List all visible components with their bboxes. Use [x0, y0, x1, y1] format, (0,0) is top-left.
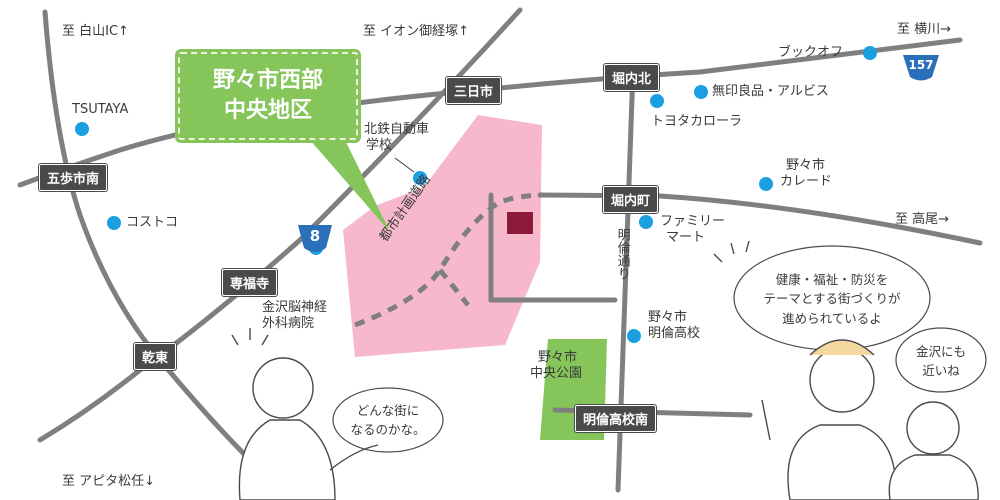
landmark-familymart-line1: ファミリー: [660, 214, 726, 229]
landmark-familymart: ファミリー マート: [660, 214, 725, 245]
poi-dots: [75, 46, 877, 343]
dest-apita: 至 アピタ松任↓: [62, 474, 156, 489]
bookoff-dot: [863, 46, 877, 60]
road-horiuchi-east: [537, 192, 983, 246]
speech-girl: 金沢にも 近いね: [906, 342, 976, 381]
intersection-meirin-koko-minami: 明倫高校南: [575, 405, 657, 432]
landmark-familymart-line2: マート: [666, 229, 706, 245]
speech-man: どんな街に なるのかな。: [340, 401, 436, 440]
landmark-karedo-line2: カレード: [780, 173, 833, 189]
district-title: 野々市西部 中央地区: [175, 49, 361, 143]
speech-man-line1: どんな街に: [356, 403, 420, 418]
intersection-senpukuji: 専福寺: [222, 269, 278, 296]
landmark-central-park-line2: 中央公園: [530, 365, 583, 381]
karedo-dot: [759, 177, 773, 191]
landmark-meirin-hs: 野々市 明倫高校: [648, 310, 700, 341]
location-marker: [507, 212, 533, 234]
road-label-meirin-dori: 明倫通り: [614, 228, 630, 280]
landmark-karedo: 野々市 カレード: [780, 158, 832, 189]
hokutetsu-leader: [394, 157, 415, 173]
hokutetsu-dot: [413, 171, 427, 185]
speech-woman-line1: 健康・福祉・防災を: [775, 272, 889, 287]
road-west: [42, 9, 253, 463]
dest-hakusan-ic: 至 白山IC↑: [62, 24, 129, 39]
man-speech-bubble: [332, 387, 444, 453]
speech-woman-line2: テーマとする街づくりが: [763, 291, 901, 307]
landmark-hospital-line2: 外科病院: [262, 315, 315, 331]
route-157-label: 157: [908, 58, 934, 72]
intersection-horiuchi-kita: 堀内北: [604, 64, 660, 91]
landmark-hospital: 金沢脳神経 外科病院: [262, 300, 327, 331]
intersection-gobuichi-minami: 五歩市南: [39, 164, 108, 191]
landmark-tsutaya: TSUTAYA: [72, 102, 129, 117]
landmark-costco: コストコ: [126, 215, 179, 230]
city-planning-road-branch: [438, 268, 470, 307]
landmark-central-park-line1: 野々市: [538, 350, 578, 365]
route-8-shield: [298, 225, 332, 252]
speech-girl-line1: 金沢にも: [915, 344, 966, 359]
speech-woman-line3: 進められているよ: [782, 310, 882, 326]
landmark-hokutetsu-line2: 学校: [366, 137, 393, 153]
dest-takao: 至 高尾→: [895, 212, 950, 227]
landmark-karedo-line1: 野々市: [786, 158, 826, 173]
title-pointer: [310, 140, 390, 232]
costco-dot: [107, 216, 121, 230]
landmark-meirin-hs-line1: 野々市: [648, 310, 688, 325]
landmark-bookoff: ブックオフ: [778, 45, 844, 60]
landmark-hospital-line1: 金沢脳神経: [262, 300, 328, 315]
familymart-dot: [639, 215, 653, 229]
landmark-hokutetsu-line1: 北鉄自動車: [364, 122, 430, 137]
speech-woman: 健康・福祉・防災を テーマとする街づくりが 進められているよ: [744, 270, 920, 328]
route-157-shield: [903, 55, 939, 81]
landmark-toyota: トヨタカローラ: [651, 114, 743, 129]
dest-aeon: 至 イオン御経塚↑: [363, 24, 470, 39]
meirin-hs-dot: [627, 329, 641, 343]
district-title-line1: 野々市西部: [212, 68, 323, 93]
landmark-muji: 無印良品・アルビス: [712, 84, 829, 99]
toyota-dot: [650, 94, 664, 108]
intersection-mikkaichi: 三日市: [446, 77, 502, 104]
route-8-label: 8: [309, 227, 321, 245]
intersection-horiuchi-machi: 堀内町: [603, 186, 659, 213]
tsutaya-dot: [75, 122, 89, 136]
girl-speech-bubble: [895, 327, 987, 393]
landmark-hokutetsu: 北鉄自動車 学校: [364, 122, 429, 153]
speech-man-line2: なるのかな。: [350, 422, 426, 438]
speech-girl-line2: 近いね: [922, 363, 960, 379]
sparkle-marks: [231, 240, 750, 346]
woman-illustration: [761, 339, 897, 500]
dest-yokogawa: 至 横川→: [897, 22, 952, 37]
intersection-inui-higashi: 乾東: [134, 343, 177, 370]
girl-illustration: [888, 401, 979, 500]
muji-dot: [694, 85, 708, 99]
district-title-line2: 中央地区: [223, 98, 312, 123]
man-illustration: [238, 357, 379, 500]
landmark-central-park: 野々市 中央公園: [530, 350, 582, 381]
landmark-meirin-hs-line2: 明倫高校: [648, 325, 701, 341]
